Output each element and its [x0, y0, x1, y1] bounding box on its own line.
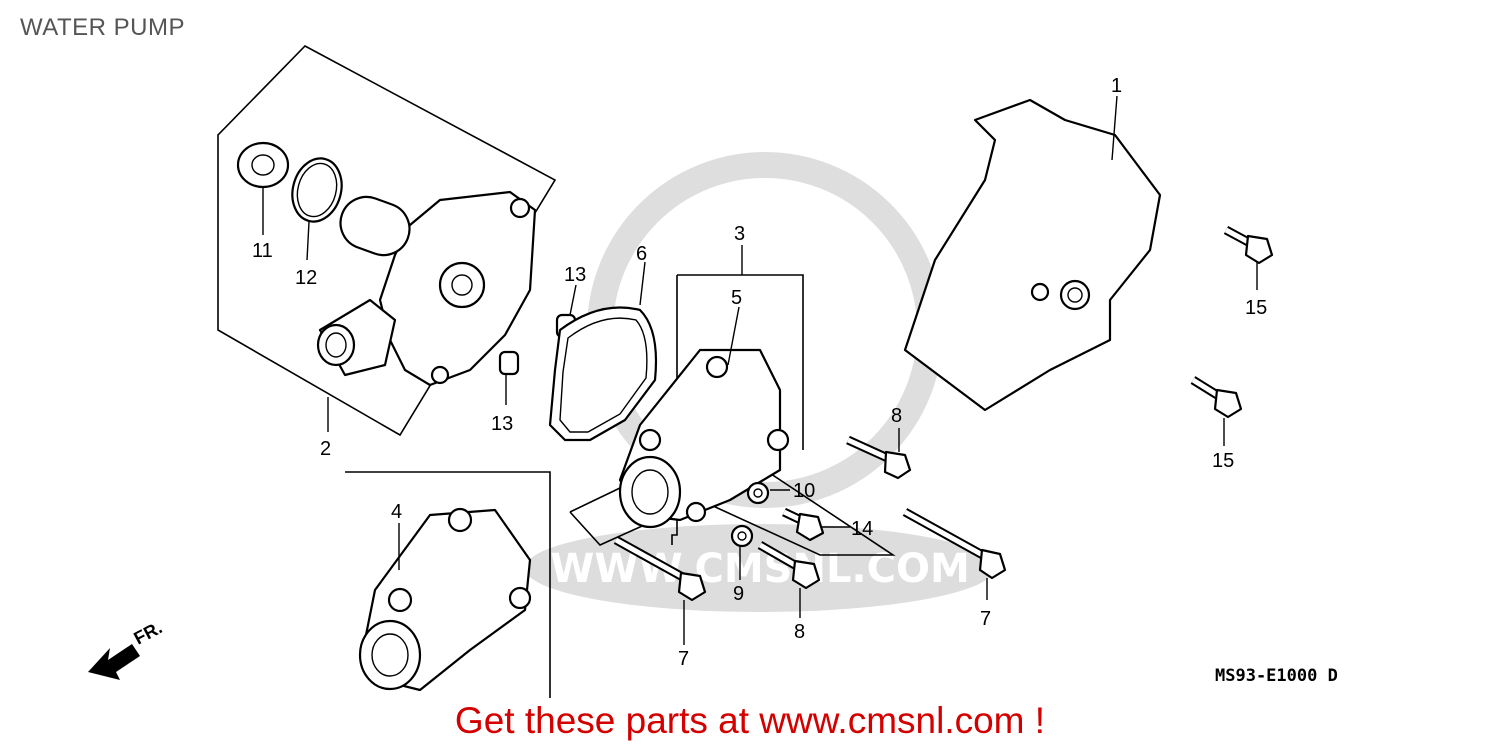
bracket-pump-cover-alt — [345, 471, 551, 698]
callout-10: 10 — [793, 480, 815, 502]
callout-1: 1 — [1111, 75, 1122, 97]
callout-7a: 7 — [678, 648, 689, 670]
diagram-code: MS93-E1000 D — [1215, 666, 1338, 686]
callout-8b: 8 — [794, 621, 805, 643]
o-ring-part — [291, 157, 343, 223]
bolt-part — [902, 508, 1007, 580]
bolt-part — [782, 507, 825, 542]
callout-15b: 15 — [1212, 450, 1234, 472]
callout-15a: 15 — [1245, 297, 1267, 319]
diagram-code-value: MS93-E1000 — [1215, 666, 1318, 686]
bolt-part — [1190, 376, 1243, 419]
callout-13b: 13 — [491, 413, 513, 435]
callout-14: 14 — [851, 518, 873, 540]
callout-3: 3 — [734, 223, 745, 245]
dowel-pin-part — [498, 350, 520, 376]
watermark-text: WWW.CMSNL.COM — [550, 546, 970, 592]
pump-cover-alt-part — [358, 507, 532, 692]
callout-labels: 1 2 3 4 5 6 7 7 8 8 9 10 11 12 13 13 14 … — [252, 75, 1267, 670]
seal-part — [236, 141, 290, 189]
pump-cover-part — [618, 348, 790, 529]
bolt-part — [757, 541, 821, 590]
callout-9: 9 — [733, 583, 744, 605]
callout-4: 4 — [391, 501, 402, 523]
callout-13a: 13 — [564, 264, 586, 286]
callout-2: 2 — [320, 438, 331, 460]
diagram-code-suffix: D — [1327, 666, 1338, 686]
page-title: WATER PUMP — [20, 14, 185, 41]
footer-promo-link[interactable]: Get these parts at www.cmsnl.com ! — [454, 700, 1046, 741]
callout-6: 6 — [636, 243, 647, 265]
callout-11: 11 — [252, 240, 273, 262]
gasket-part — [548, 306, 658, 442]
side-cover-part — [903, 98, 1162, 412]
water-pump-body-part — [316, 190, 537, 387]
bolt-part — [846, 435, 912, 480]
callout-7b: 7 — [980, 608, 991, 630]
washer-part — [746, 481, 770, 505]
leader-lines — [262, 95, 1258, 645]
callout-12: 12 — [295, 267, 317, 289]
group-box-water-pump-body — [217, 45, 557, 437]
front-arrow-icon: FR. — [88, 617, 165, 680]
callout-5: 5 — [731, 287, 742, 309]
callout-8a: 8 — [891, 405, 902, 427]
bolt-part — [613, 536, 707, 602]
bolt-part — [1223, 226, 1274, 265]
washer-part — [730, 524, 754, 548]
front-label: FR. — [130, 617, 165, 648]
